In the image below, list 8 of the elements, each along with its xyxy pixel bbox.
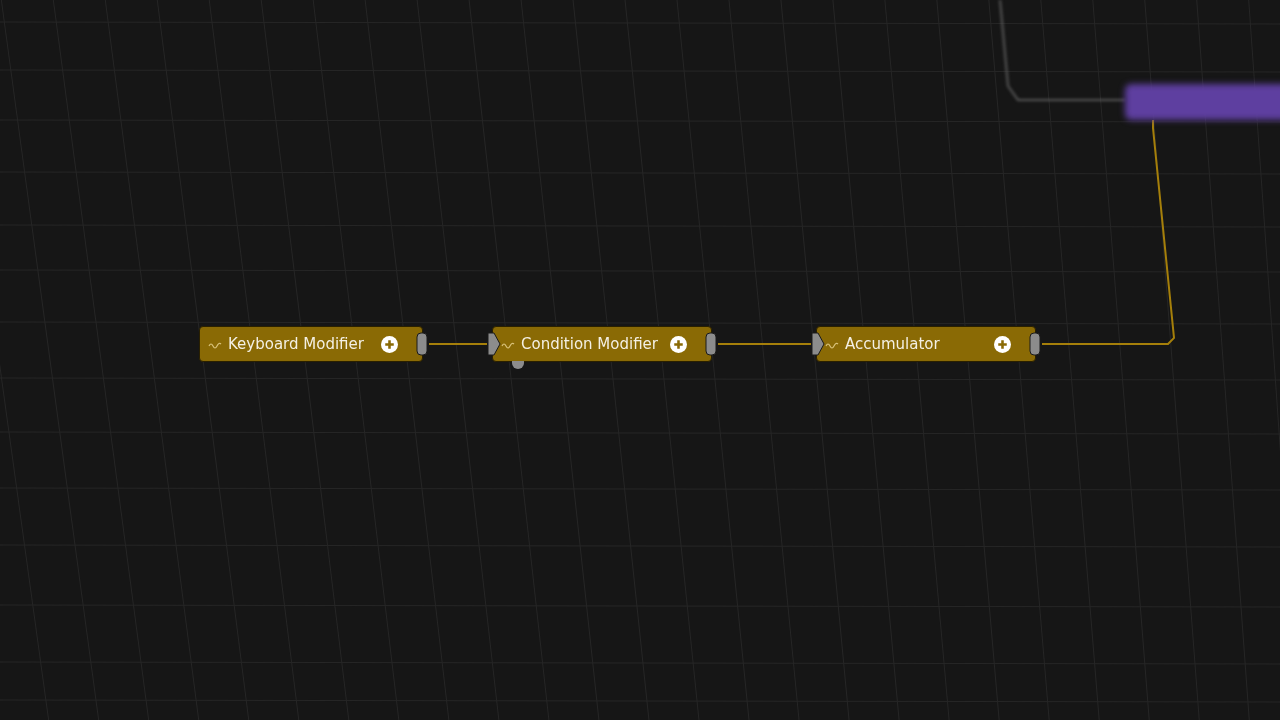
connector-line — [428, 343, 488, 345]
connector-line — [717, 343, 812, 345]
node-title: Condition Modifier — [521, 335, 658, 353]
blurred-node-box — [1125, 84, 1280, 120]
node-title: Keyboard Modifier — [228, 335, 364, 353]
connector-line — [999, 0, 1126, 101]
connector-line — [1041, 119, 1176, 345]
node-title: Accumulator — [845, 335, 940, 353]
